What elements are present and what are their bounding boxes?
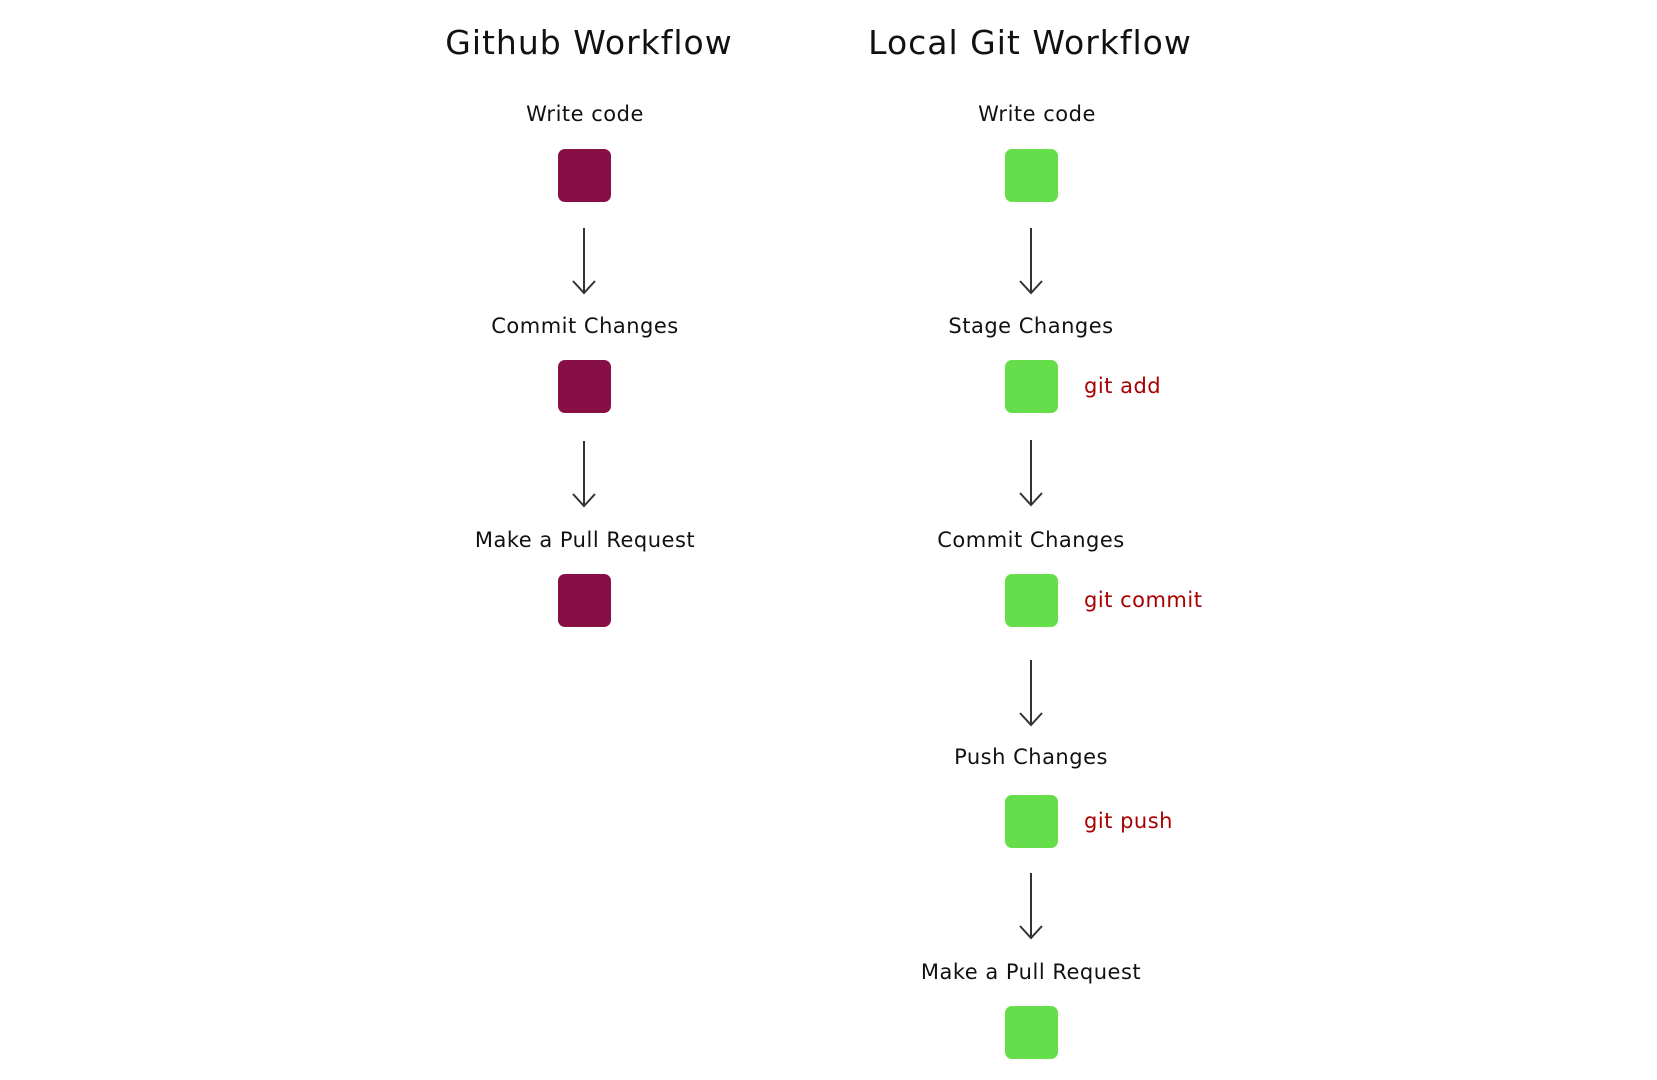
local-step-push-changes-command: git push [1084, 809, 1173, 833]
github-arrow-2 [572, 441, 596, 508]
local-step-stage-changes-box [1005, 360, 1058, 413]
local-arrow-3 [1019, 660, 1043, 727]
github-workflow-title: Github Workflow [445, 23, 733, 62]
local-step-commit-changes-label: Commit Changes [937, 528, 1125, 552]
local-step-stage-changes-command: git add [1084, 374, 1162, 398]
github-arrow-1 [572, 228, 596, 295]
github-step-pull-request-box [558, 574, 611, 627]
local-step-pull-request-box [1005, 1006, 1058, 1059]
local-step-pull-request-label: Make a Pull Request [920, 960, 1142, 984]
local-step-push-changes-box [1005, 795, 1058, 848]
local-arrow-1 [1019, 228, 1043, 295]
local-step-push-changes-label: Push Changes [954, 745, 1108, 769]
local-step-commit-changes-command: git commit [1084, 588, 1203, 612]
local-workflow-title: Local Git Workflow [868, 23, 1192, 62]
github-step-commit-changes-label: Commit Changes [491, 314, 679, 338]
local-step-stage-changes-label: Stage Changes [948, 314, 1114, 338]
local-step-write-code-label: Write code [978, 102, 1096, 126]
github-step-commit-changes-box [558, 360, 611, 413]
local-step-commit-changes-box [1005, 574, 1058, 627]
local-step-write-code-box [1005, 149, 1058, 202]
local-arrow-4 [1019, 873, 1043, 940]
github-step-write-code-box [558, 149, 611, 202]
github-step-pull-request-label: Make a Pull Request [474, 528, 696, 552]
github-step-write-code-label: Write code [526, 102, 644, 126]
local-arrow-2 [1019, 440, 1043, 507]
